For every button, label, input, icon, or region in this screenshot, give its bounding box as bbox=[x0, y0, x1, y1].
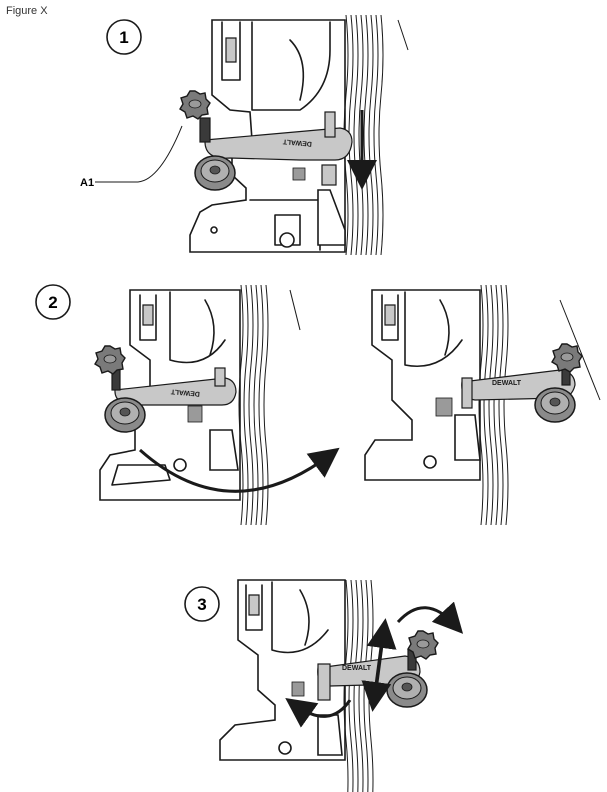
step-3-number: 3 bbox=[197, 595, 206, 614]
callout-label: A1 bbox=[80, 177, 94, 189]
callout-leader-line bbox=[95, 125, 183, 183]
wheel-icon-2a bbox=[104, 397, 146, 433]
saw-body-2b bbox=[364, 289, 481, 481]
guide-arm-2a: DEWALT bbox=[94, 345, 237, 433]
guide-arm-3: DEWALT bbox=[317, 630, 439, 708]
step-1-group: 1 DE bbox=[80, 14, 409, 256]
step-2-badge bbox=[35, 284, 71, 320]
knob-rotate-arrow-icon bbox=[396, 601, 464, 634]
guide-arm-2b: DEWALT bbox=[461, 343, 583, 423]
step-1-number: 1 bbox=[119, 28, 128, 47]
wood-board-1 bbox=[343, 14, 409, 256]
step-2-group: 2 DEWALT bbox=[35, 284, 601, 526]
step-1-badge bbox=[106, 19, 142, 55]
knob-icon-2a bbox=[94, 345, 126, 375]
wheel-icon-2b bbox=[534, 387, 576, 423]
lever-rotate-arrow-icon bbox=[285, 698, 352, 728]
knob-icon-2b bbox=[551, 343, 583, 373]
wood-board-2b bbox=[478, 284, 601, 526]
step-2-number: 2 bbox=[48, 293, 57, 312]
rotate-arrow-icon bbox=[139, 447, 340, 493]
knob-icon-1 bbox=[179, 90, 211, 120]
vertical-adjust-arrow-up-icon bbox=[366, 618, 397, 691]
wheel-icon-3 bbox=[386, 672, 428, 708]
brand-text-1: DEWALT bbox=[282, 137, 312, 147]
step-3-badge bbox=[184, 586, 220, 622]
wheel-icon-1 bbox=[194, 155, 236, 191]
guide-arm-1: DEWALT bbox=[179, 90, 353, 191]
wood-board-2a bbox=[238, 284, 301, 526]
brand-text-3: DEWALT bbox=[342, 665, 372, 672]
step-3-group: 3 DEWALT bbox=[184, 579, 464, 792]
brand-text-2a: DEWALT bbox=[170, 387, 200, 397]
figure-label: Figure X bbox=[6, 5, 48, 17]
brand-text-2b: DEWALT bbox=[492, 380, 522, 387]
